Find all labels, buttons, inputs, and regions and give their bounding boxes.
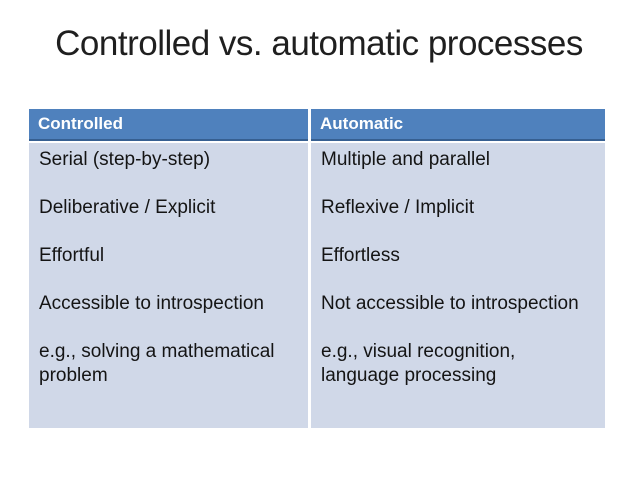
cell-item: Effortful — [39, 245, 105, 266]
body-cell-controlled: Serial (step-by-step) Deliberative / Exp… — [29, 143, 308, 428]
comparison-table: Controlled Serial (step-by-step) Deliber… — [29, 109, 605, 428]
cell-item: Reflexive / Implicit — [321, 197, 475, 218]
slide-title: Controlled vs. automatic processes — [55, 24, 583, 63]
cell-item: Not accessible to introspection — [321, 293, 579, 314]
cell-item: Serial (step-by-step) — [39, 149, 211, 170]
header-cell-controlled: Controlled — [29, 109, 308, 141]
cell-item: e.g., solving a mathematical problem — [39, 341, 275, 386]
cell-item: Effortless — [321, 245, 400, 266]
body-cell-automatic: Multiple and parallel Reflexive / Implic… — [311, 143, 605, 428]
column-automatic: Automatic Multiple and parallel Reflexiv… — [311, 109, 605, 428]
cell-item: Accessible to introspection — [39, 293, 264, 314]
cell-item: Deliberative / Explicit — [39, 197, 216, 218]
cell-item: e.g., visual recognition, language proce… — [321, 341, 516, 386]
header-cell-automatic: Automatic — [311, 109, 605, 141]
column-controlled: Controlled Serial (step-by-step) Deliber… — [29, 109, 308, 428]
cell-item: Multiple and parallel — [321, 149, 490, 170]
